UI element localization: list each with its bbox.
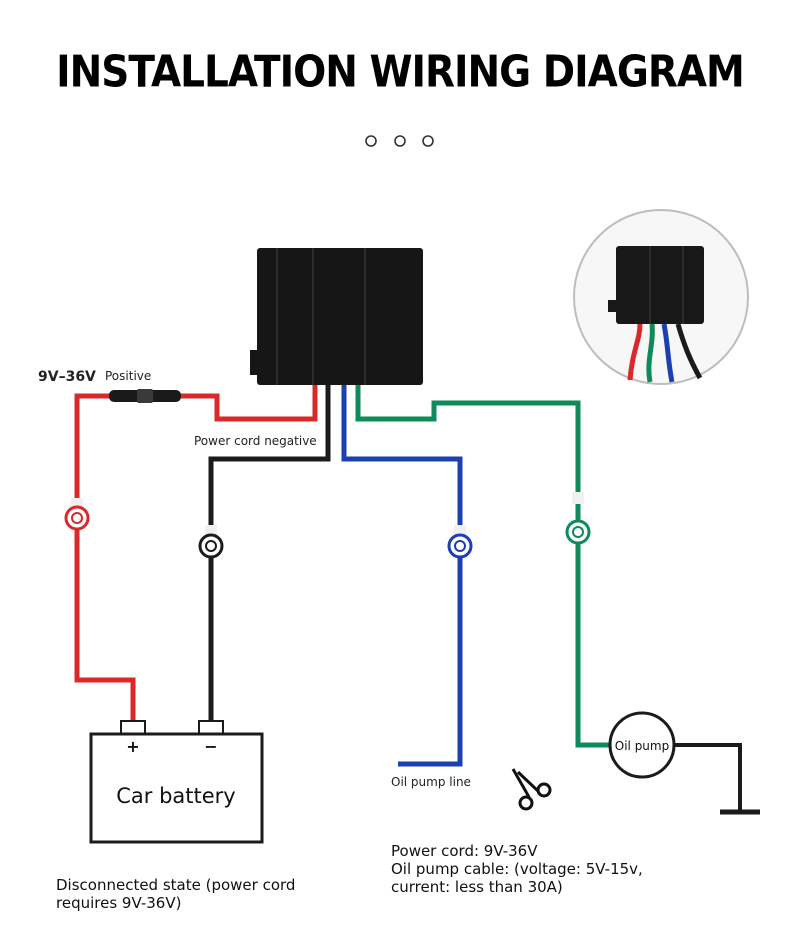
battery-plus-label: + <box>126 737 139 756</box>
red-wire-marker <box>64 498 90 531</box>
black-negative-wire <box>208 385 331 722</box>
relay-module <box>250 248 423 385</box>
oil-pump-label: Oil pump <box>615 739 669 753</box>
note-right-line-3: current: less than 30A) <box>391 878 563 896</box>
decorative-dots <box>365 135 434 147</box>
inline-fuse <box>109 389 181 403</box>
dot-2 <box>394 135 406 147</box>
oil-pump-ground-wire <box>674 743 742 812</box>
note-right-line-1: Power cord: 9V-36V <box>391 842 538 860</box>
green-wire-marker <box>565 492 591 545</box>
note-right-line-2: Oil pump cable: (voltage: 5V-15v, <box>391 860 643 878</box>
oil-pump: Oil pump <box>608 711 676 779</box>
note-left-line-1: Disconnected state (power cord <box>56 876 296 894</box>
power-spec-note: Power cord: 9V-36V Oil pump cable: (volt… <box>391 842 643 896</box>
page-title: INSTALLATION WIRING DIAGRAM <box>56 47 745 98</box>
voltage-label: 9V–36V <box>38 369 96 385</box>
scissors-icon <box>511 768 552 811</box>
wire-markers <box>64 492 591 559</box>
car-battery: + − Car battery <box>89 720 264 844</box>
black-wire-marker <box>198 525 224 559</box>
dot-1 <box>365 135 377 147</box>
oil-pump-line-label: Oil pump line <box>391 775 471 789</box>
positive-label: Positive <box>105 369 151 383</box>
green-oil-pump-wire <box>355 385 610 748</box>
relay-closeup-inset <box>573 209 749 385</box>
dot-3 <box>422 135 434 147</box>
disconnected-state-note: Disconnected state (power cord requires … <box>56 876 295 912</box>
car-battery-label: Car battery <box>116 784 236 808</box>
battery-minus-label: − <box>204 737 217 756</box>
power-cord-negative-label: Power cord negative <box>194 434 317 448</box>
note-left-line-2: requires 9V-36V) <box>56 894 182 912</box>
blue-wire-marker <box>447 525 473 559</box>
blue-oil-pump-wire <box>341 385 463 767</box>
